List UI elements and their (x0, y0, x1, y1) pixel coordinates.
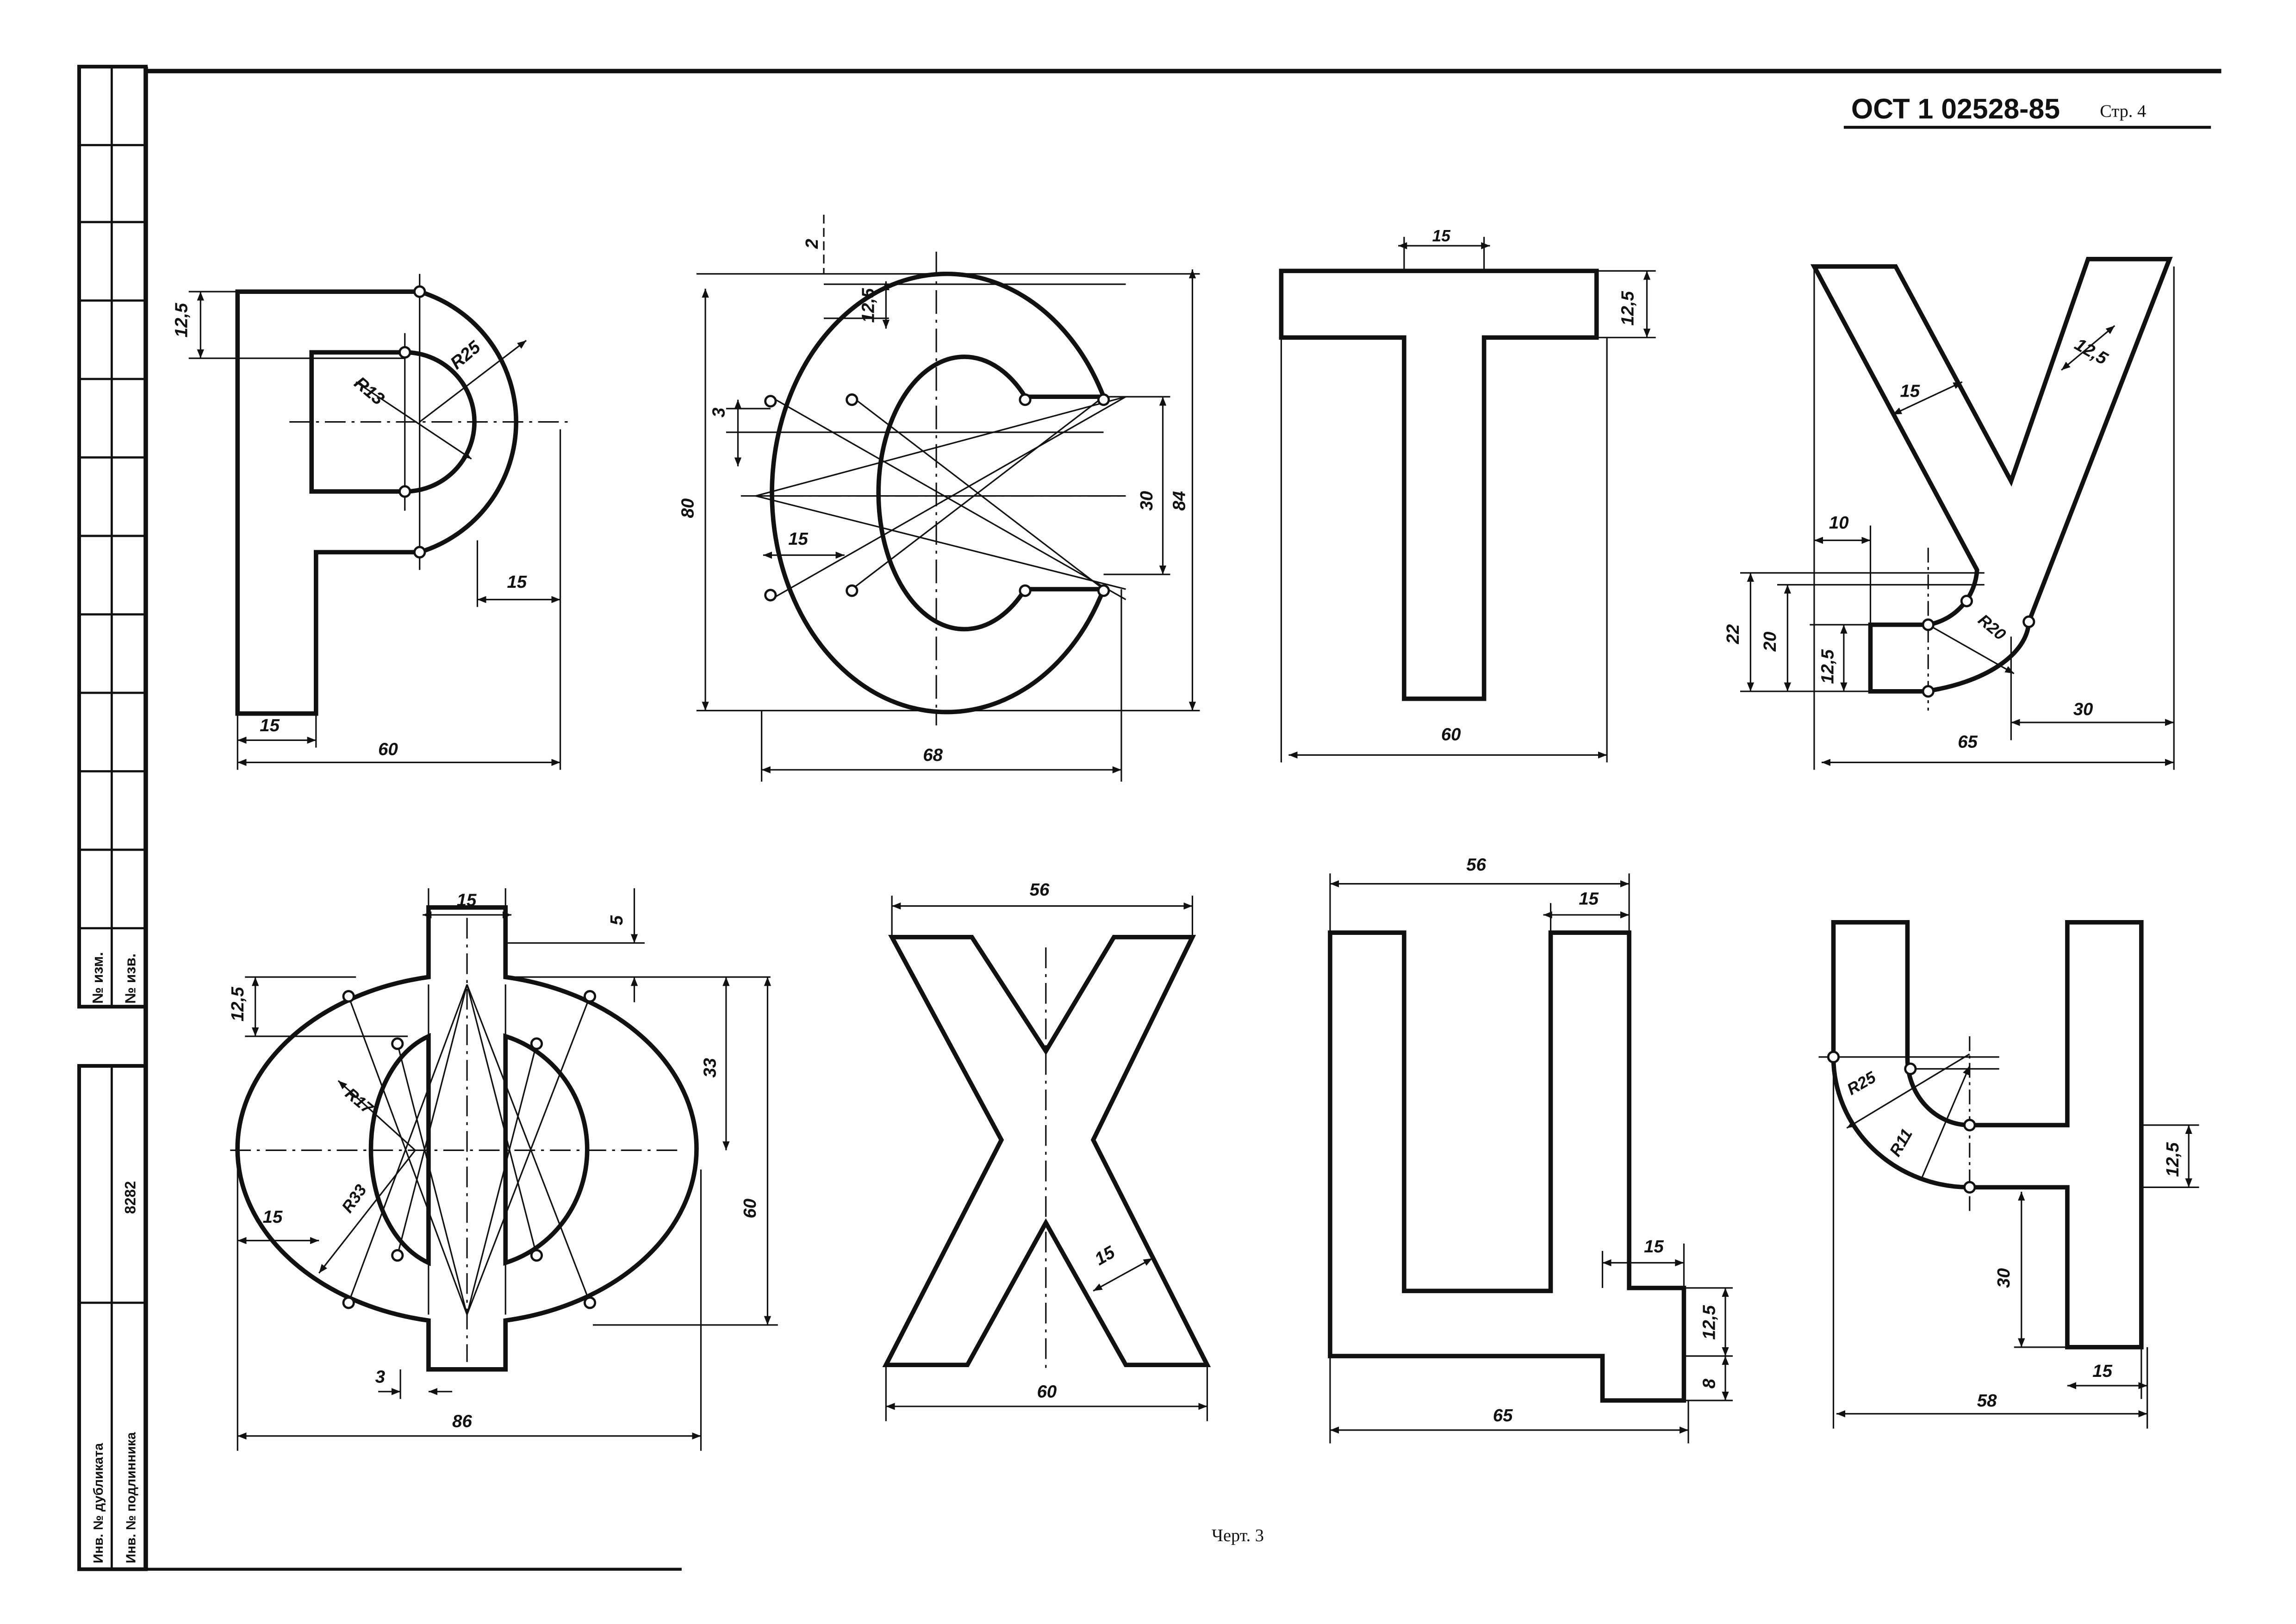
dim-label: 65 (1493, 1406, 1513, 1425)
side-block (77, 64, 148, 1571)
dim-label: 3 (709, 408, 729, 417)
dim-label: 12,5 (1818, 649, 1838, 684)
letter-ch: R25 R11 12,5 30 15 58 (1818, 920, 2199, 1429)
dim-label: 12,5 (172, 303, 192, 337)
letter-u: 15 12,5 10 22 20 12,5 R20 30 65 (1723, 256, 2175, 770)
dim-label: 30 (1994, 1268, 2014, 1288)
dim-label: 15 (1900, 381, 1920, 401)
inv-duplicate-label: Инв. № дубликата (91, 1443, 106, 1563)
dim-label: 56 (1030, 880, 1050, 900)
dim-label: R25 (447, 337, 485, 373)
dim-label: 22 (1723, 624, 1743, 645)
dim-label: 58 (1977, 1391, 1997, 1411)
figure-caption: Черт. 3 (1212, 1526, 1264, 1545)
dim-label: 60 (740, 1199, 760, 1219)
inv-original-label: Инв. № подлинника (124, 1431, 139, 1563)
dim-label: 15 (788, 529, 808, 549)
dim-label: 86 (452, 1412, 472, 1431)
letter-r: 12,5 R13 R25 15 15 60 (172, 274, 571, 770)
dim-label: 15 (457, 890, 477, 910)
dim-label: 30 (1137, 491, 1157, 511)
dim-label: 84 (1169, 491, 1189, 511)
dim-label: R20 (1975, 611, 2010, 644)
dim-label: 15 (1432, 227, 1451, 245)
dim-label: 10 (1829, 513, 1849, 533)
dim-label: 30 (2073, 699, 2093, 719)
dim-label: 12,5 (1699, 1305, 1719, 1339)
document-code: ОСТ 1 02528-85 (1851, 93, 2060, 124)
dim-label: R11 (1886, 1126, 1916, 1159)
dim-label: R25 (1844, 1068, 1879, 1099)
dim-label: 2 (802, 239, 822, 249)
dim-label: 12,5 (2071, 334, 2111, 369)
dim-label: 65 (1958, 732, 1978, 752)
letter-t: 15 12,5 60 (1279, 227, 1656, 763)
inv-original-number: 8282 (122, 1181, 139, 1214)
dim-label: 5 (607, 915, 627, 925)
dim-label: 12,5 (2163, 1142, 2183, 1177)
dim-label: 15 (507, 572, 527, 592)
letter-s: 2 12,5 3 80 84 30 15 68 (678, 214, 1200, 782)
dim-label: 60 (378, 739, 398, 759)
dim-label: 15 (260, 716, 280, 735)
dim-label: 12,5 (859, 288, 878, 323)
dim-label: R33 (338, 1181, 370, 1216)
dim-label: 12,5 (228, 987, 248, 1021)
dim-label: 15 (1091, 1242, 1119, 1269)
dim-label: 60 (1441, 724, 1461, 744)
dim-label: 60 (1037, 1382, 1057, 1402)
dim-label: 20 (1760, 632, 1780, 652)
dim-label: 15 (1579, 889, 1599, 908)
dim-label: 80 (678, 498, 697, 518)
letter-ts: 56 15 15 12,5 8 65 (1328, 855, 1733, 1444)
dim-label: 12,5 (1618, 291, 1638, 325)
dim-label: 15 (2092, 1361, 2112, 1381)
dim-label: R13 (350, 373, 388, 409)
dim-label: 15 (263, 1207, 283, 1227)
dim-label: 3 (375, 1367, 385, 1387)
page-label: Стр. 4 (2100, 102, 2146, 121)
dim-label: 15 (1644, 1237, 1664, 1257)
letter-f: 15 5 12,5 33 60 R17 R33 15 3 86 (228, 888, 778, 1451)
dim-label: 68 (923, 745, 943, 765)
dim-label: 8 (1699, 1378, 1719, 1388)
change-no-label-2: № изв. (122, 953, 139, 1004)
change-no-label-1: № изм. (89, 952, 106, 1004)
dim-label: 33 (700, 1058, 720, 1078)
dim-label: 56 (1466, 855, 1486, 875)
letter-kh: 56 15 60 (882, 880, 1211, 1421)
